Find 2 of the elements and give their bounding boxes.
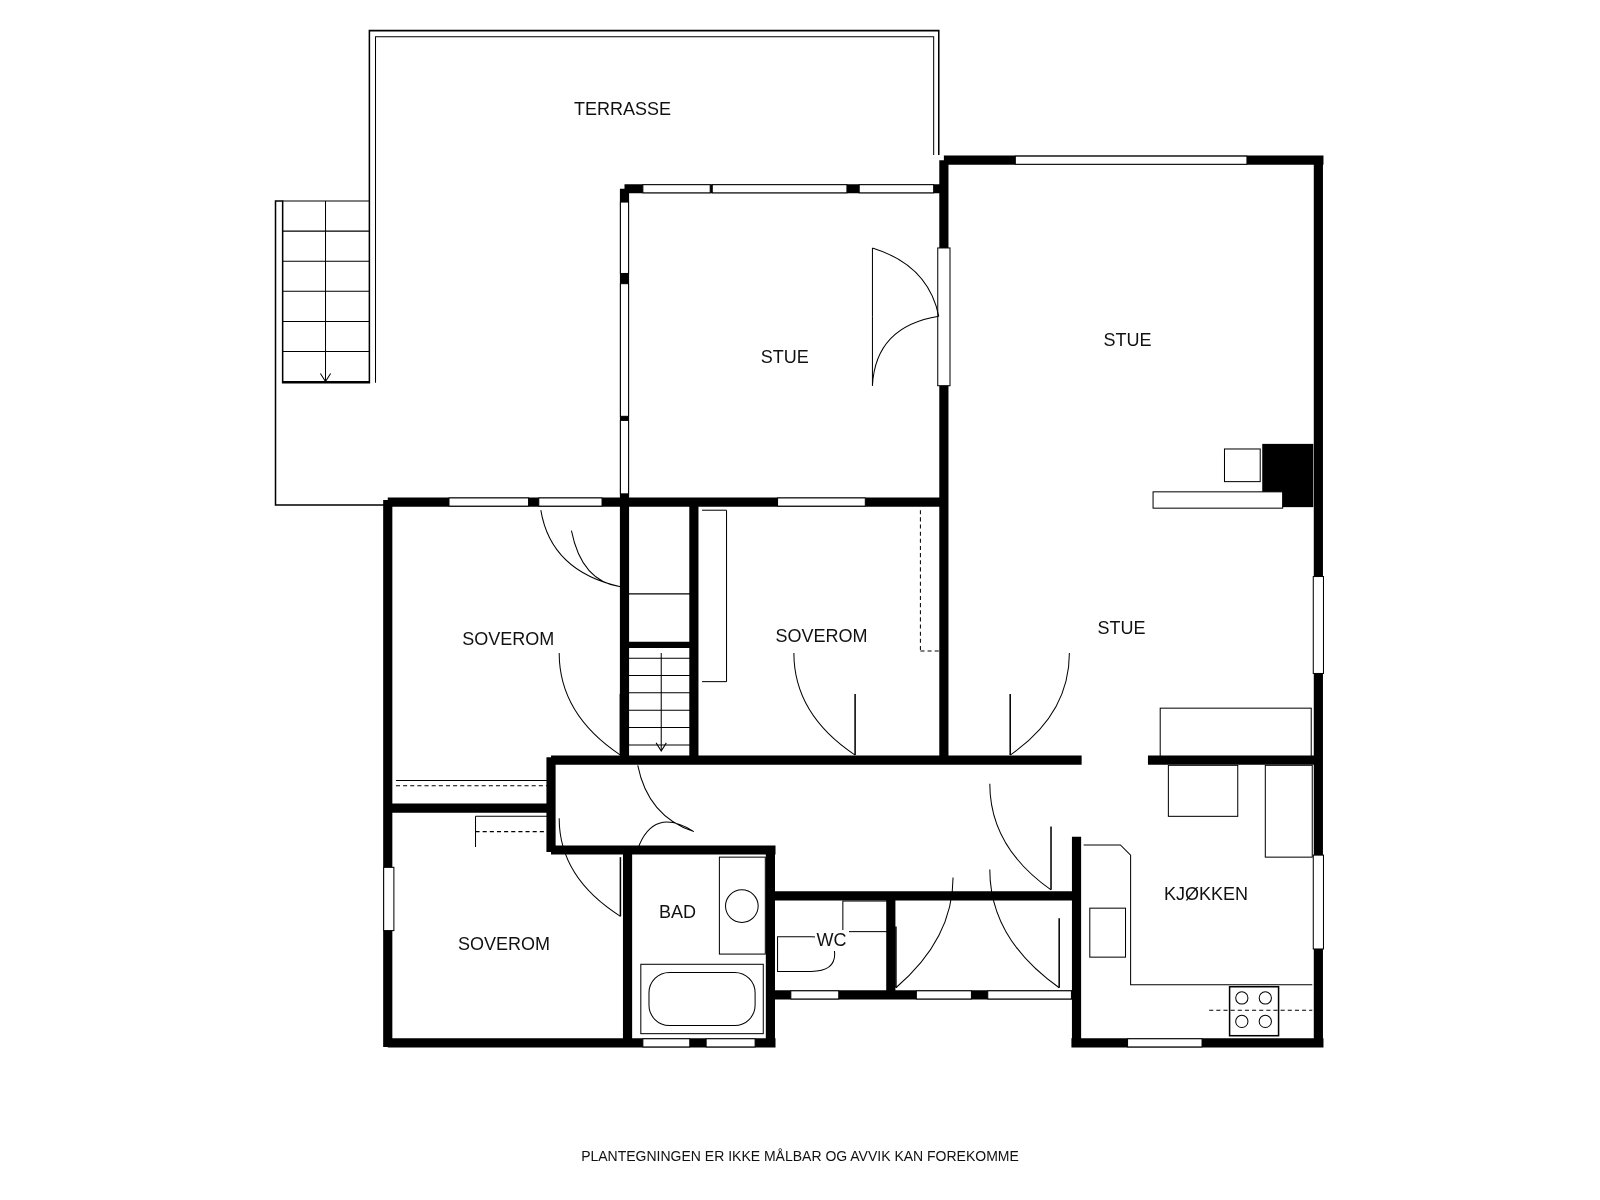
disclaimer-note: PLANTEGNINGEN ER IKKE MÅLBAR OG AVVIK KAN FOREKOMME <box>581 1148 1019 1164</box>
room-name: WC <box>814 930 849 952</box>
